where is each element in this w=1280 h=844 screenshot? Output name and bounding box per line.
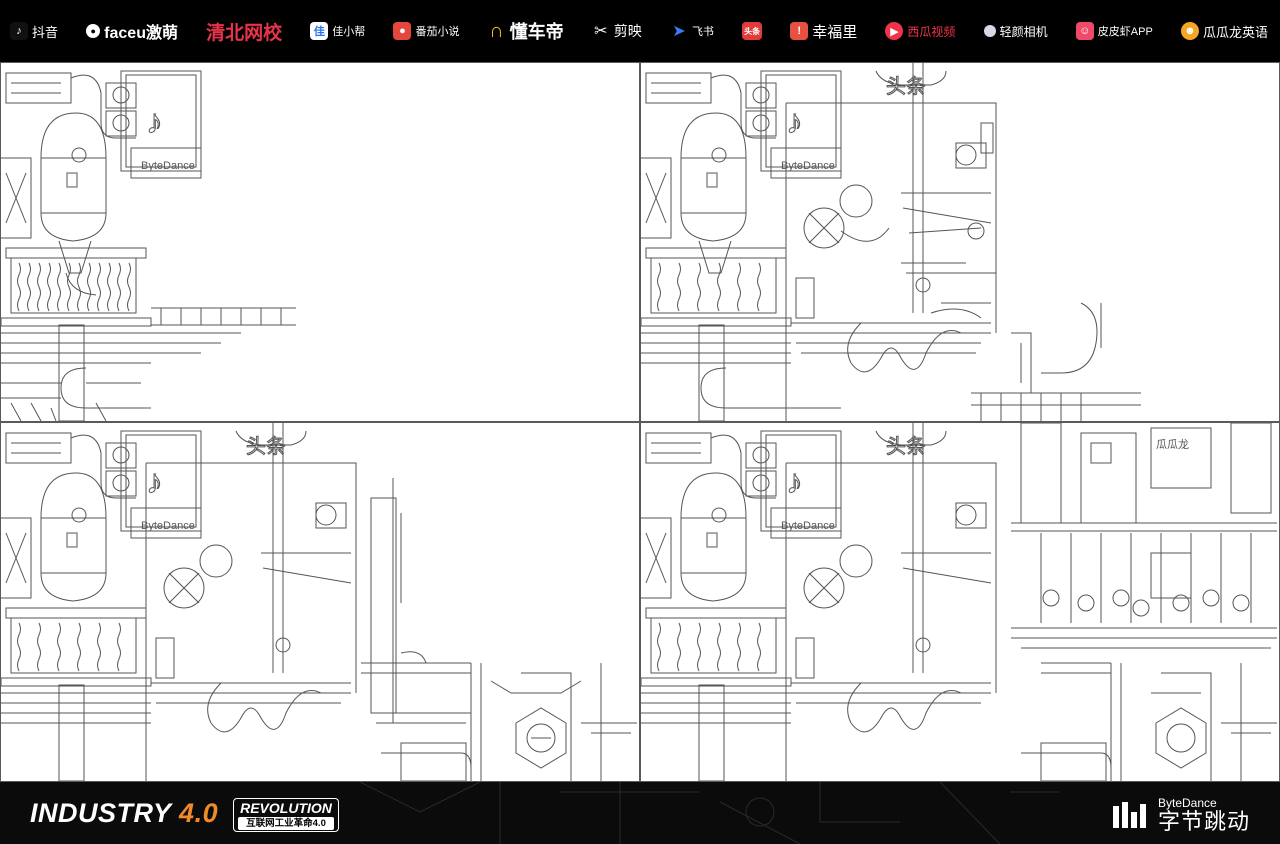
pipixia-icon: ☺ — [1075, 22, 1094, 40]
brand-bar: ♪ 抖音 ● faceu激萌 清北网校 佳 佳小帮 ● 番茄小说 ∩ 懂车帝 ✂… — [0, 0, 1280, 62]
footer-bar: INDUSTRY 4.0 REVOLUTION 互联网工业革命4.0 ByteD… — [0, 782, 1280, 844]
brand-toutiao: 头条 — [742, 22, 763, 40]
line-art-frame-4: ♪ ByteDance 头条 — [641, 423, 1277, 781]
svg-text:♪: ♪ — [786, 103, 803, 141]
revolution-badge: REVOLUTION 互联网工业革命4.0 — [233, 798, 339, 832]
guagualong-icon: ☻ — [1180, 22, 1199, 40]
douyin-icon: ♪ — [10, 22, 28, 40]
brand-dongchedi: ∩ 懂车帝 — [489, 19, 564, 43]
footer-decoration — [359, 782, 1060, 844]
brand-jiaxiaobang: 佳 佳小帮 — [310, 22, 365, 40]
svg-text:♪: ♪ — [146, 463, 163, 501]
tomato-icon: ● — [393, 22, 412, 40]
xigua-icon: ▶ — [885, 22, 904, 40]
brand-qingyan: 轻颜相机 — [983, 23, 1048, 40]
frame-3: ♪ ByteDance 头条 — [1, 423, 639, 781]
jiaxiaobang-icon: 佳 — [310, 22, 329, 40]
feishu-icon: ➤ — [672, 23, 686, 40]
line-art-frame-1: ♪ ByteDance — [1, 70, 296, 421]
faceu-icon: ● — [86, 24, 101, 38]
industry-title: INDUSTRY 4.0 — [30, 798, 219, 828]
frame-1: ♪ ByteDance — [1, 63, 639, 421]
line-art-frame-3: ♪ ByteDance 头条 — [1, 423, 637, 781]
svg-text:♪: ♪ — [146, 103, 163, 141]
brand-xingfuli: ! 幸福里 — [790, 21, 857, 42]
brand-guagualong: ☻ 瓜瓜龙英语 — [1180, 22, 1268, 41]
guagualong-sign: 瓜瓜龙 — [1156, 438, 1189, 451]
brand-faceu: ● faceu激萌 — [86, 19, 178, 43]
xingfuli-icon: ! — [790, 22, 809, 40]
line-art-frame-2: ♪ ByteDance 头条 — [641, 63, 1141, 421]
bytedance-sign: ByteDance — [781, 160, 835, 172]
bytedance-sign: ByteDance — [141, 520, 195, 532]
bytedance-sign: ByteDance — [141, 160, 195, 172]
brand-qingbei: 清北网校 — [206, 22, 283, 44]
frame-2: ♪ ByteDance 头条 — [641, 63, 1279, 421]
brand-douyin: ♪ 抖音 — [10, 22, 58, 41]
qingyan-icon — [983, 25, 996, 37]
brand-pipixia: ☺ 皮皮虾APP — [1075, 22, 1153, 40]
jianying-icon: ✂ — [594, 23, 608, 40]
brand-xigua: ▶ 西瓜视频 — [885, 22, 955, 40]
bytedance-brand: ByteDance 字节跳动 — [1112, 797, 1250, 833]
brand-jianying: ✂ 剪映 — [592, 21, 642, 41]
toutiao-sign: 头条 — [246, 435, 286, 458]
brand-feishu: ➤ 飞书 — [670, 22, 714, 40]
frame-4: ♪ ByteDance 头条 — [641, 423, 1279, 781]
toutiao-icon: 头条 — [742, 22, 763, 40]
dongchedi-icon: ∩ — [489, 19, 504, 42]
bytedance-logo-icon — [1112, 802, 1146, 828]
bytedance-sign: ByteDance — [781, 520, 835, 532]
brand-fanqie: ● 番茄小说 — [393, 22, 459, 40]
svg-text:♪: ♪ — [786, 463, 803, 501]
toutiao-sign: 头条 — [886, 75, 926, 98]
toutiao-sign: 头条 — [886, 435, 926, 458]
frame-grid: ♪ ByteDance — [0, 62, 1280, 782]
